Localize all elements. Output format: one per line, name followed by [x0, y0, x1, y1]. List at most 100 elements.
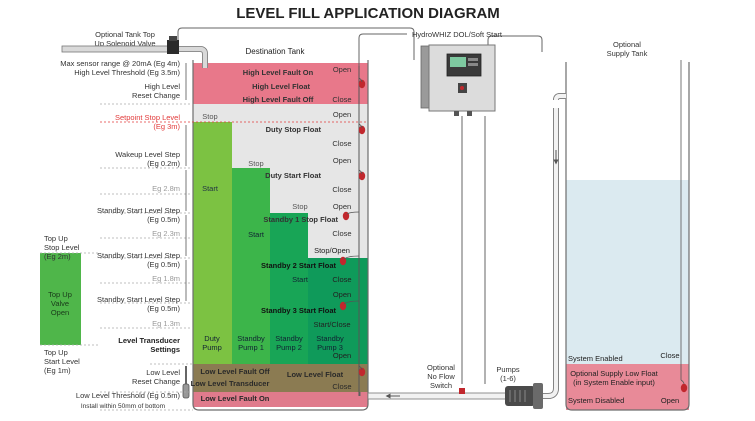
- high-threshold-label: High Level Threshold (Eg 3.5m): [74, 68, 180, 77]
- supply-pipe: [538, 93, 566, 399]
- supply-tank-outline: [565, 62, 690, 411]
- high-close-label: Close: [332, 95, 351, 104]
- low-threshold-label: Low Level Threshold (Eg 0.5m): [76, 391, 181, 400]
- max-sensor-label: Max sensor range @ 20mA (Eg 4m): [60, 59, 180, 68]
- duty-start-float-icon: [358, 171, 366, 181]
- duty-stop-close-label: Close: [332, 139, 351, 148]
- level-guide-lines: [100, 103, 368, 411]
- destination-tank: [182, 60, 369, 411]
- standby3-pump-column: [308, 258, 368, 364]
- duty-start-open-label: Open: [333, 156, 351, 165]
- high-open-label: Open: [333, 65, 351, 74]
- controller-label: HydroWHIZ DOL/Soft Start: [412, 30, 503, 39]
- stop-label-duty: Stop: [202, 112, 217, 121]
- start-label-standby1: Start: [248, 230, 265, 239]
- control-cables: [177, 27, 543, 396]
- standby3-open-label: Open: [333, 290, 351, 299]
- standby2-pump-column: [270, 213, 308, 364]
- pumps-label: Pumps(1-6): [496, 365, 520, 383]
- setpoint-label: Setpoint Stop Level(Eg 3m): [115, 113, 181, 131]
- standby2-close-label: Close: [332, 275, 351, 284]
- stop-band: [193, 104, 368, 122]
- eg-1-3-label: Eg 1.3m: [152, 319, 180, 328]
- start-close-label: Start/Close: [313, 320, 350, 329]
- supply-water: [566, 180, 689, 364]
- eg-2-8-label: Eg 2.8m: [152, 184, 180, 193]
- duty-stop-open-label: Open: [333, 110, 351, 119]
- low-fault-on-label: Low Level Fault On: [201, 394, 270, 403]
- duty-start-float-label: Duty Start Float: [265, 171, 321, 180]
- standby3-start-float-label: Standby 3 Start Float: [261, 306, 337, 315]
- system-disabled-label: System Disabled: [568, 396, 624, 405]
- low-level-float-icon: [358, 367, 366, 377]
- standby-step-1-label: Standby Start Level Step(Eg 0.5m): [97, 206, 180, 224]
- inlet-pipe: [61, 45, 173, 53]
- low-transducer-label: Low Level Transducer: [191, 379, 270, 388]
- low-level-band: [193, 364, 368, 392]
- supply-low-float-label: Optional Supply Low Float(in System Enab…: [570, 369, 658, 387]
- standby-step-2-label: Standby Start Level Step(Eg 0.5m): [97, 251, 180, 269]
- high-fault-band: [193, 63, 368, 104]
- standby-step-3-label: Standby Start Level Step(Eg 0.5m): [97, 295, 180, 313]
- tank-outline: [192, 60, 369, 411]
- destination-tank-labels: Destination Tank High Level Fault On Hig…: [191, 47, 352, 403]
- standby1-stop-band: [270, 168, 368, 213]
- diagram-title: LEVEL FILL APPLICATION DIAGRAM: [236, 5, 500, 22]
- duty-stop-band: [232, 122, 368, 168]
- float-tethers: [343, 77, 363, 371]
- display-screen: [450, 57, 466, 67]
- low-close-label: Close: [332, 382, 351, 391]
- standby1-pump-column: [232, 168, 270, 364]
- supply-close-label: Close: [660, 351, 679, 360]
- start-label-standby2: Start: [292, 275, 309, 284]
- wakeup-label: Wakeup Level Step(Eg 0.2m): [115, 150, 180, 168]
- supply-low-float-icon: [680, 383, 688, 393]
- hydrowhiz-controller: HydroWHIZ DOL/Soft Start: [412, 30, 503, 116]
- topup-valve-open-band: [40, 253, 81, 345]
- solenoid-valve-icon: [167, 40, 179, 54]
- standby1-stop-float-label: Standby 1 Stop Float: [263, 215, 338, 224]
- high-level-float-icon: [358, 79, 366, 89]
- eg-2-3-label: Eg 2.3m: [152, 229, 180, 238]
- pump: [505, 383, 543, 409]
- low-fault-off-label: Low Level Fault Off: [200, 367, 270, 376]
- low-fault-band: [193, 392, 368, 407]
- high-float-label: High Level Float: [252, 82, 310, 91]
- stop-open-label: Stop/Open: [314, 246, 350, 255]
- supply-low-band: [566, 364, 689, 410]
- standby1-close-label: Close: [332, 229, 351, 238]
- standby1-stop-open-label: Open: [333, 202, 351, 211]
- no-flow-switch-icon: [459, 388, 465, 394]
- low-open-label: Open: [333, 351, 351, 360]
- supply-open-label: Open: [661, 396, 679, 405]
- level-transducer-icon: [182, 383, 190, 399]
- inlet-pipe-bend-fill: [172, 46, 208, 68]
- system-enabled-label: System Enabled: [568, 354, 623, 363]
- solenoid-valve: [61, 36, 208, 68]
- low-float-label: Low Level Float: [287, 370, 344, 379]
- standby2-stop-band: [308, 213, 368, 258]
- duty-start-close-label: Close: [332, 185, 351, 194]
- stop-label-standby2: Stop: [292, 202, 307, 211]
- install-note: Install within 50mm of bottom: [81, 403, 165, 410]
- high-fault-off-label: High Level Fault Off: [243, 95, 314, 104]
- standby2-start-float-label: Standby 2 Start Float: [261, 261, 337, 270]
- duty-stop-float-icon: [358, 125, 366, 135]
- duty-stop-float-label: Duty Stop Float: [266, 125, 322, 134]
